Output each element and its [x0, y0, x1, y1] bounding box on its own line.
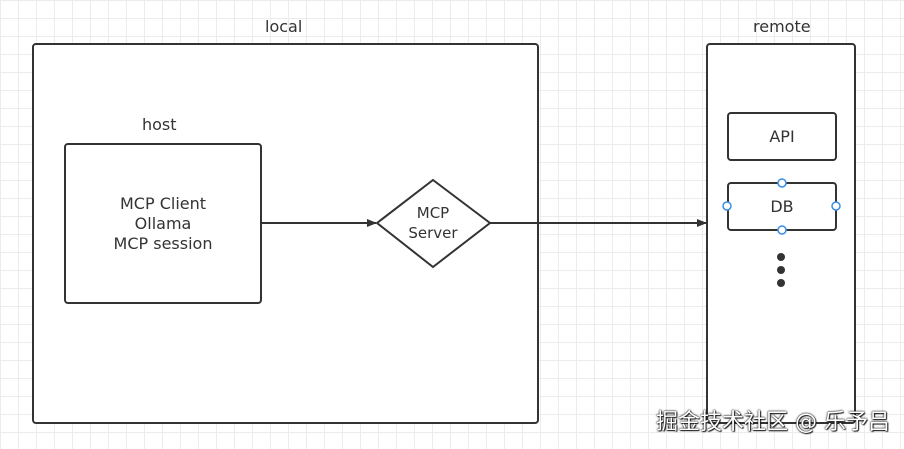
- host-box-text: MCP Client Ollama MCP session: [66, 194, 260, 254]
- api-label: API: [769, 127, 795, 146]
- db-handle-left[interactable]: [722, 201, 732, 211]
- watermark-text: 掘金技术社区 @ 乐予吕: [656, 410, 890, 435]
- db-handle-right[interactable]: [831, 201, 841, 211]
- host-title: host: [142, 115, 177, 134]
- remote-title: remote: [753, 17, 811, 36]
- host-line-mcp-client: MCP Client: [119, 194, 207, 213]
- mcp-server-line-2: Server: [408, 224, 458, 242]
- db-handle-top[interactable]: [777, 178, 787, 188]
- host-box[interactable]: MCP Client Ollama MCP session: [64, 143, 262, 304]
- vertical-ellipsis-icon: [777, 253, 785, 287]
- mcp-server-line-1: MCP: [417, 204, 449, 222]
- db-label: DB: [770, 197, 794, 216]
- mcp-server-diamond[interactable]: [375, 178, 492, 269]
- db-handle-bottom[interactable]: [777, 225, 787, 235]
- local-title: local: [265, 17, 303, 36]
- host-line-ollama: Ollama: [134, 214, 192, 233]
- api-box[interactable]: API: [727, 112, 837, 161]
- host-line-mcp-session: MCP session: [113, 234, 213, 253]
